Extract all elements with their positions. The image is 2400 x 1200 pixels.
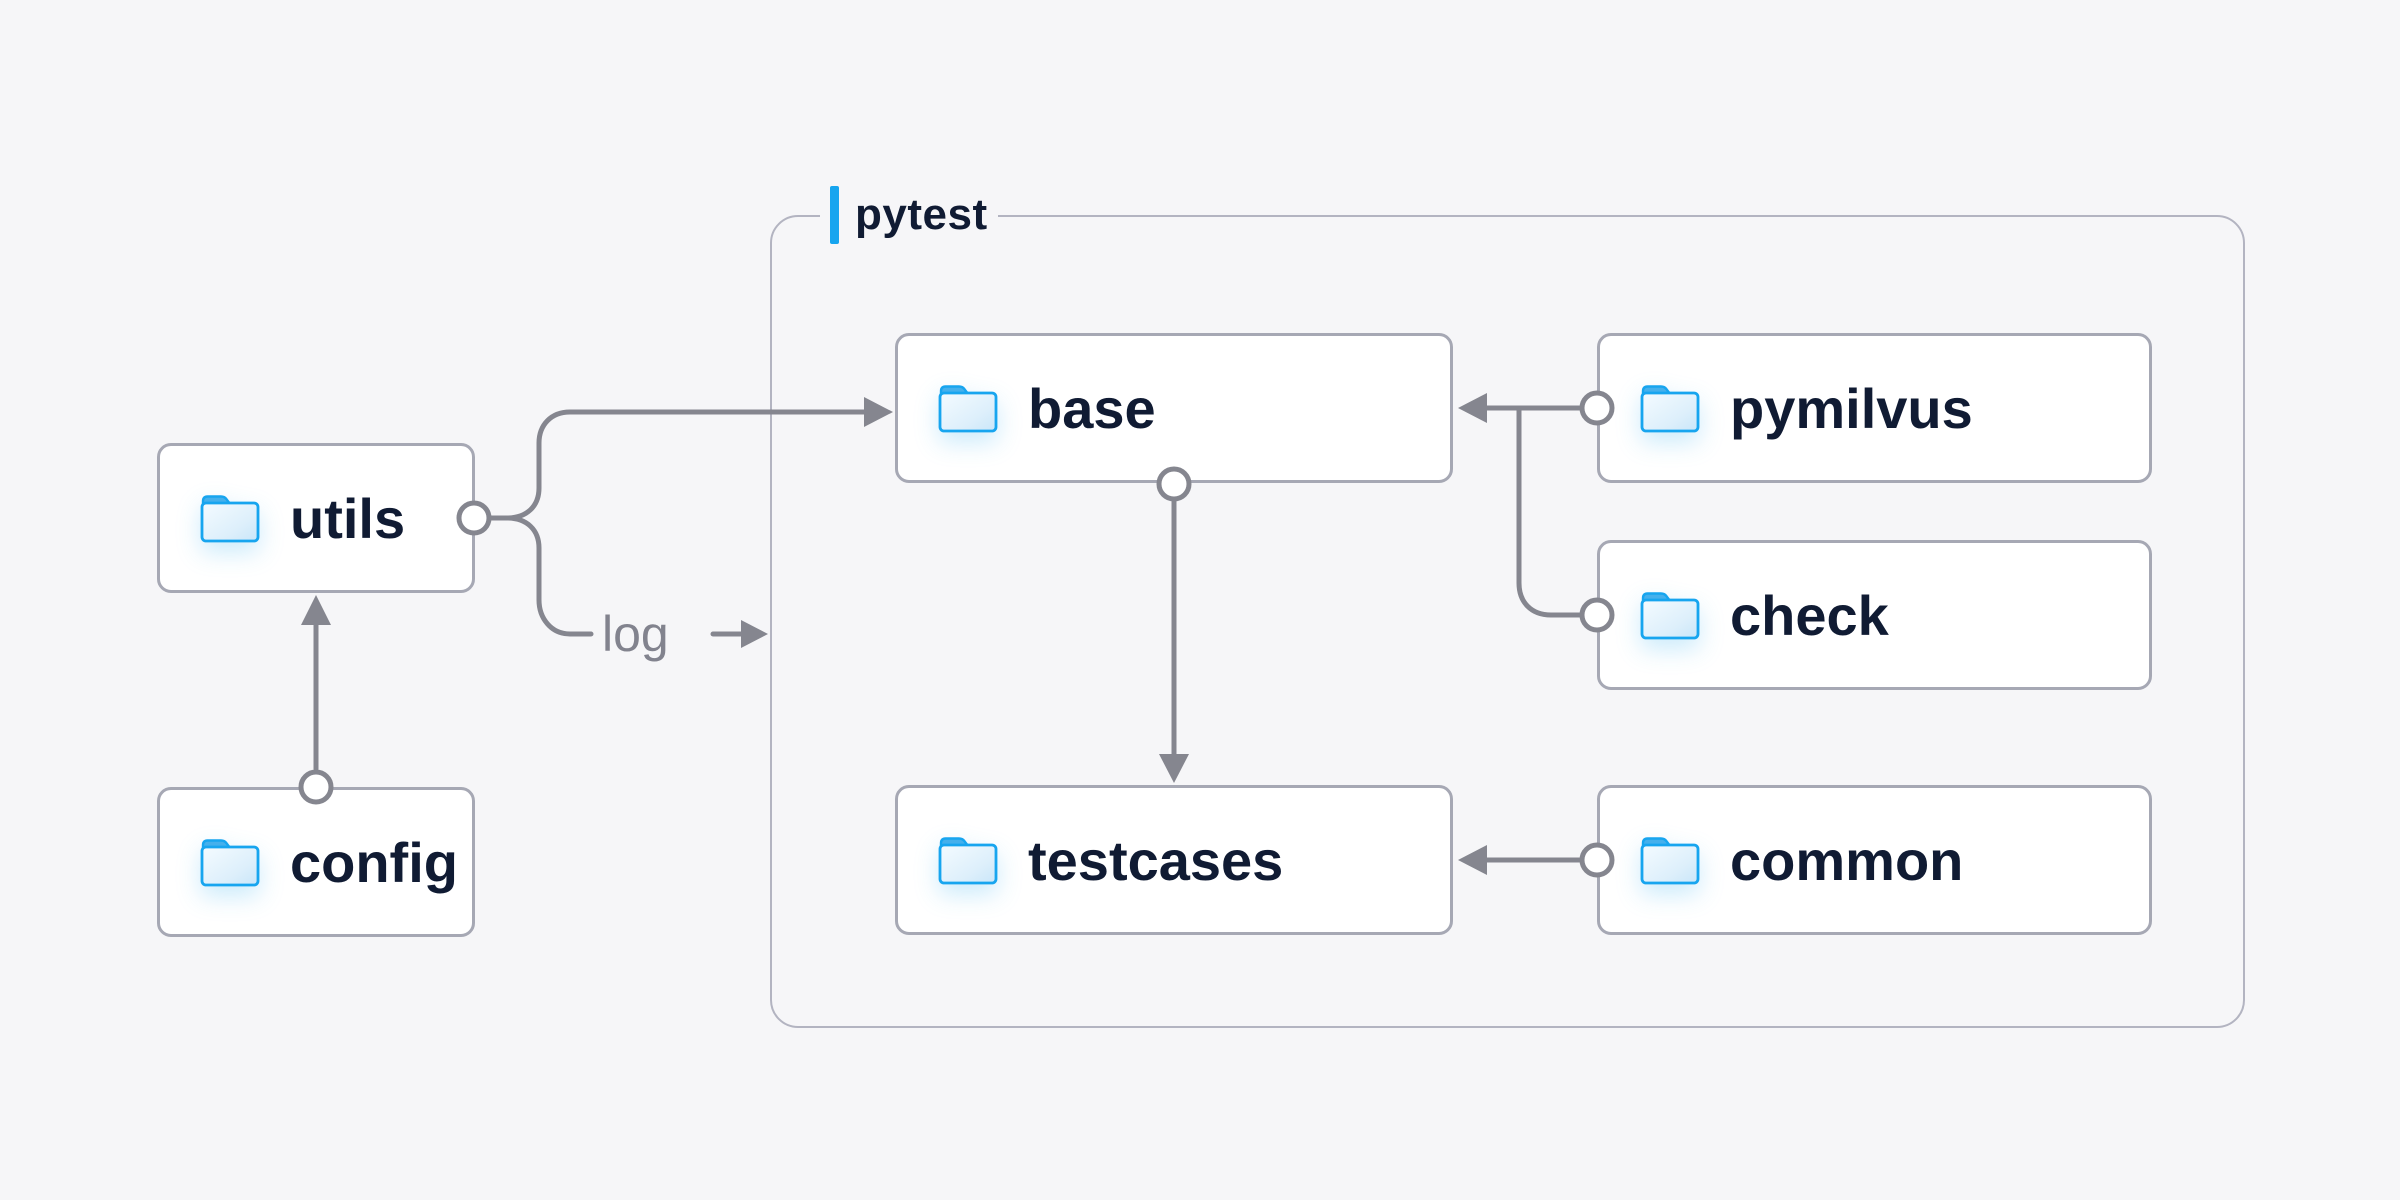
node-label: testcases: [1028, 828, 1284, 892]
port-circle-common: [1579, 842, 1615, 878]
folder-icon: [938, 385, 998, 433]
folder-icon: [1640, 837, 1700, 885]
port-circle-base: [1156, 466, 1192, 502]
folder-icon: [938, 837, 998, 885]
node-testcases: testcases: [895, 785, 1453, 935]
node-label: common: [1730, 828, 1964, 892]
port-circle-check: [1579, 597, 1615, 633]
edge-pymilvus-base: [1458, 390, 1615, 426]
accent-bar-icon: [830, 186, 839, 244]
edge-log-arrow: [710, 620, 768, 648]
edge-base-testcases: [1156, 466, 1192, 783]
edge-config-utils: [298, 595, 334, 805]
folder-icon: [200, 839, 260, 887]
arrowhead-left-icon: [1458, 845, 1487, 875]
arrowhead-right-icon: [864, 397, 893, 427]
node-utils: utils: [157, 443, 475, 593]
folder-icon: [200, 495, 260, 543]
arrowhead-down-icon: [1159, 754, 1189, 783]
edge-common-testcases: [1458, 842, 1615, 878]
node-pymilvus: pymilvus: [1597, 333, 2152, 483]
node-label: pymilvus: [1730, 376, 1973, 440]
pytest-group-label: pytest: [820, 185, 998, 245]
folder-icon: [1640, 385, 1700, 433]
pytest-group-label-text: pytest: [855, 190, 988, 239]
arrowhead-left-icon: [1458, 393, 1487, 423]
node-label: config: [290, 830, 458, 894]
log-edge-label: log: [602, 606, 669, 662]
node-base: base: [895, 333, 1453, 483]
port-circle-utils: [456, 500, 492, 536]
node-check: check: [1597, 540, 2152, 690]
node-label: base: [1028, 376, 1156, 440]
port-circle-pymilvus: [1579, 390, 1615, 426]
arrowhead-up-icon: [301, 595, 331, 625]
folder-icon: [1640, 592, 1700, 640]
node-label: utils: [290, 486, 406, 550]
arrowhead-right-icon: [741, 620, 768, 648]
pytest-group-container: [770, 215, 2245, 1028]
edge-utils-base-and-log: [456, 397, 893, 637]
node-label: check: [1730, 583, 1889, 647]
port-circle-config: [298, 769, 334, 805]
edge-check-base: [1516, 407, 1615, 633]
